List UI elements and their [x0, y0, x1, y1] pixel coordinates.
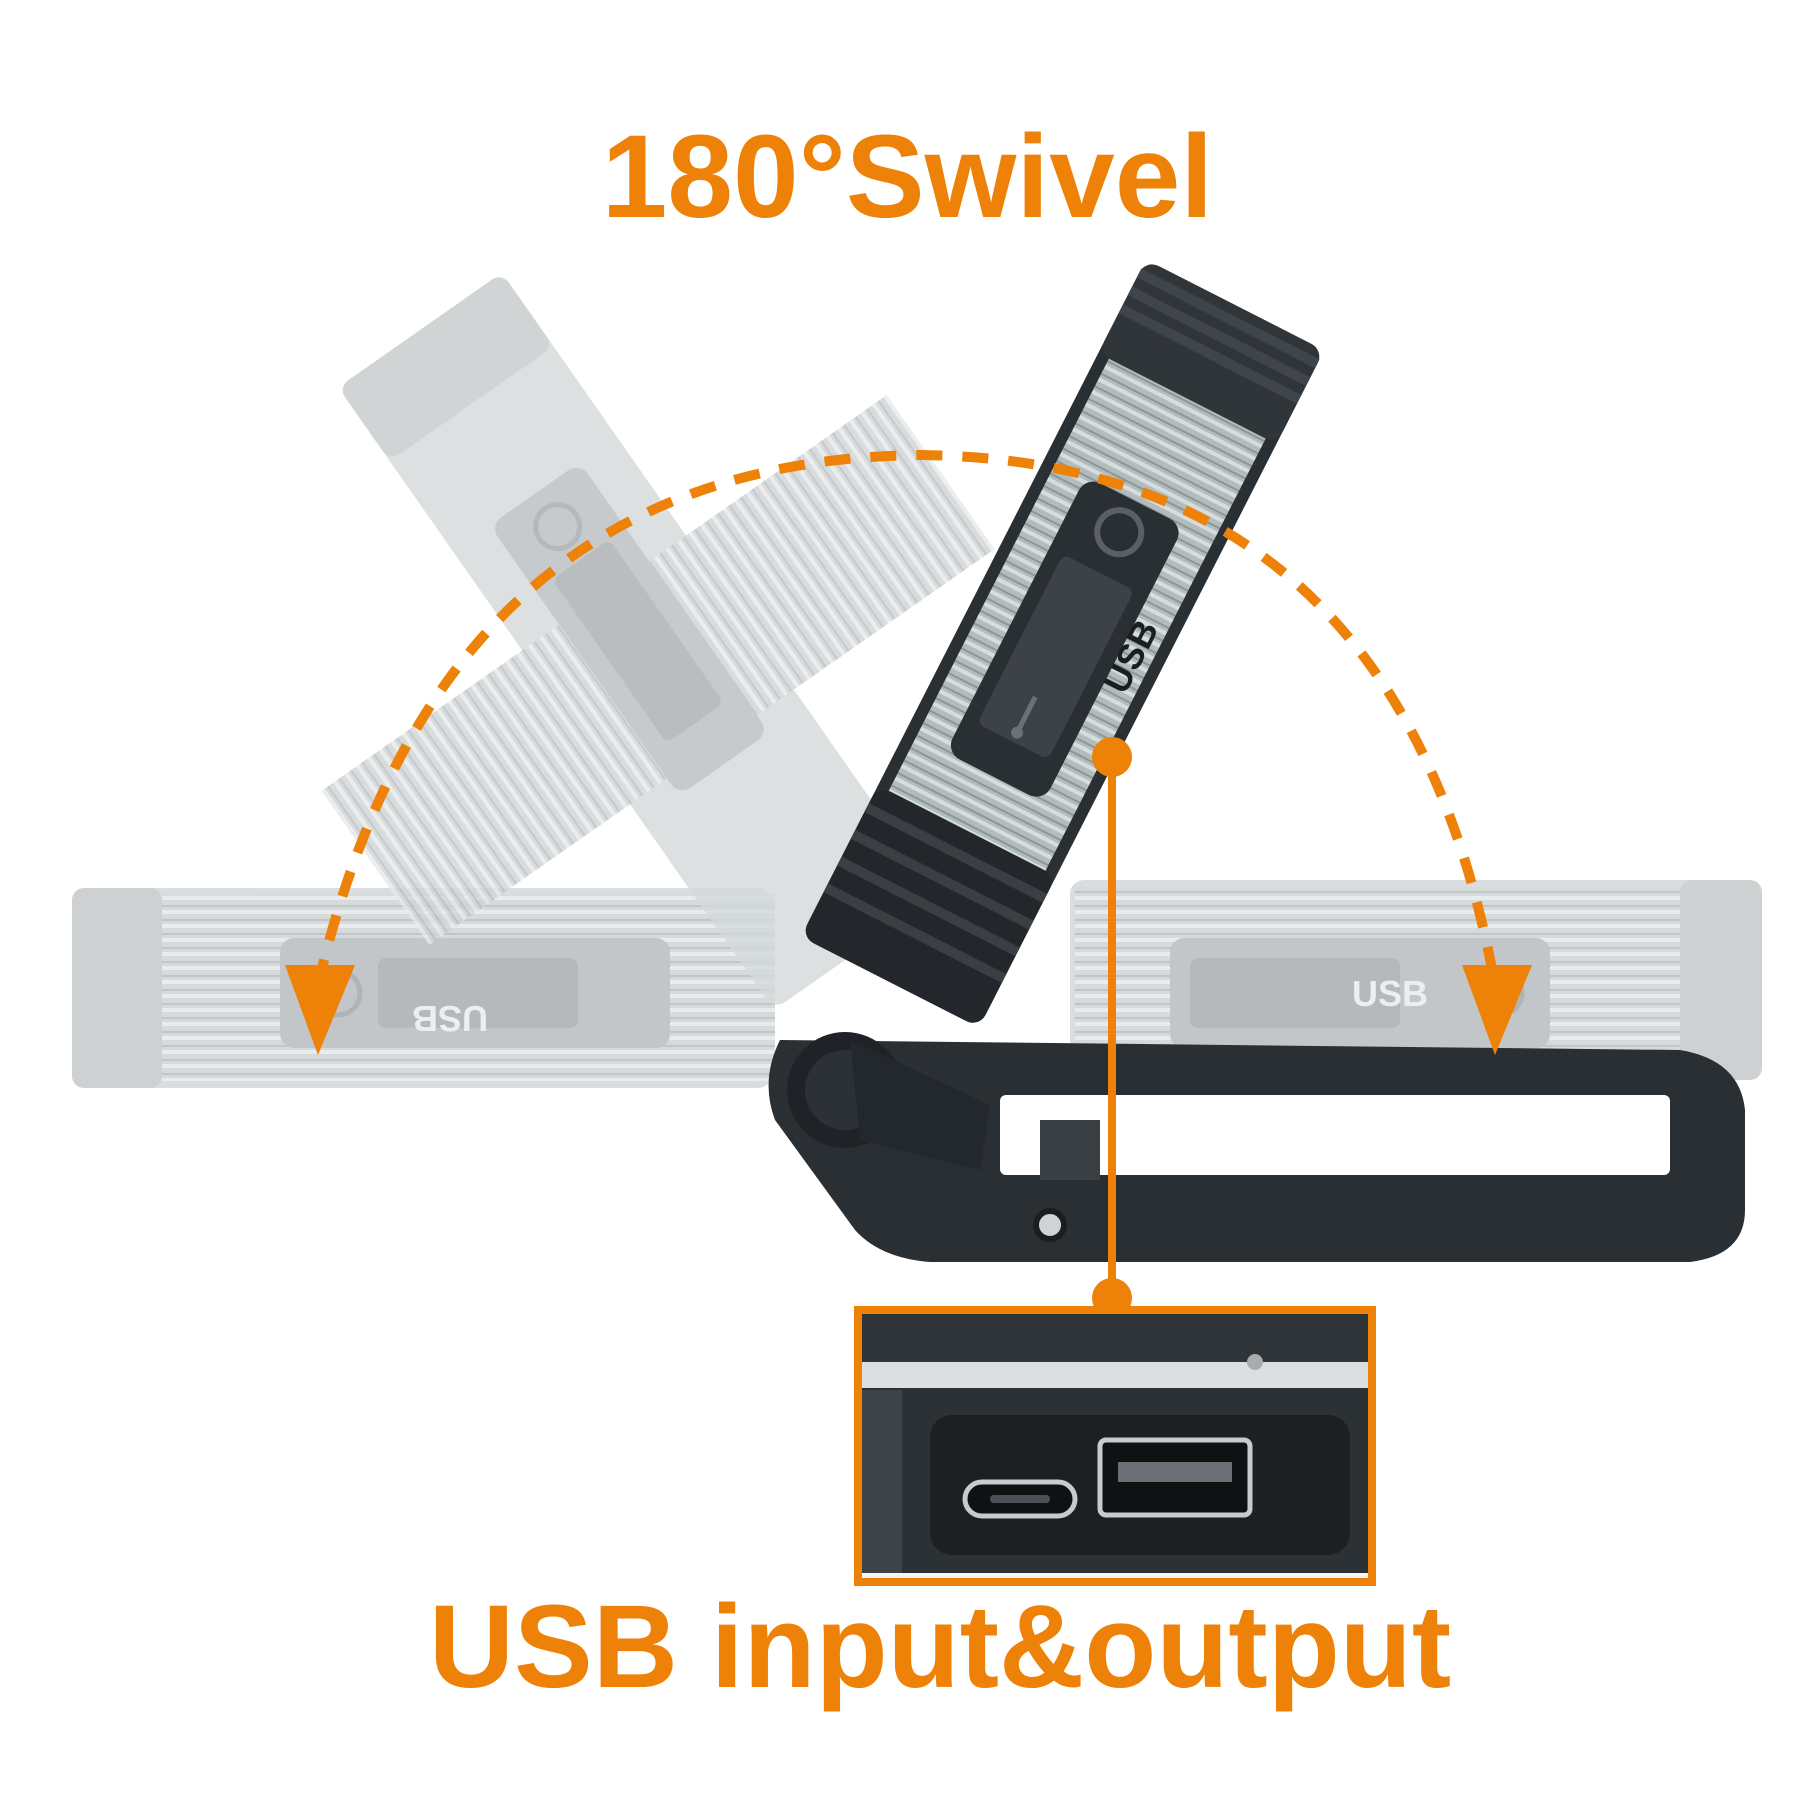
arrowhead-right [1462, 965, 1532, 1055]
port-label-right-ghost: USB [1352, 973, 1428, 1014]
headline-usb: USB input&output [428, 1581, 1452, 1713]
power-button-icon [1094, 507, 1145, 558]
usb-icon [1011, 695, 1038, 739]
headline-swivel: 180°Swivel [601, 111, 1214, 243]
swivel-arc-arrow-icon [285, 449, 1532, 1055]
usb-a-port-icon [1097, 1437, 1253, 1518]
usb-c-port-icon [962, 1479, 1078, 1519]
ghost-lightbar-left [72, 888, 775, 1088]
port-label-left-ghost: USB [412, 998, 488, 1039]
main-lightbar [805, 264, 1320, 1023]
ghost-lightbar-tilted [321, 277, 995, 1005]
usb-ports-inset [854, 1306, 1376, 1586]
stand-base [768, 1032, 1745, 1262]
ghost-lightbar-right [1070, 880, 1762, 1080]
arrowhead-left [285, 965, 355, 1055]
port-cover [950, 481, 1179, 797]
